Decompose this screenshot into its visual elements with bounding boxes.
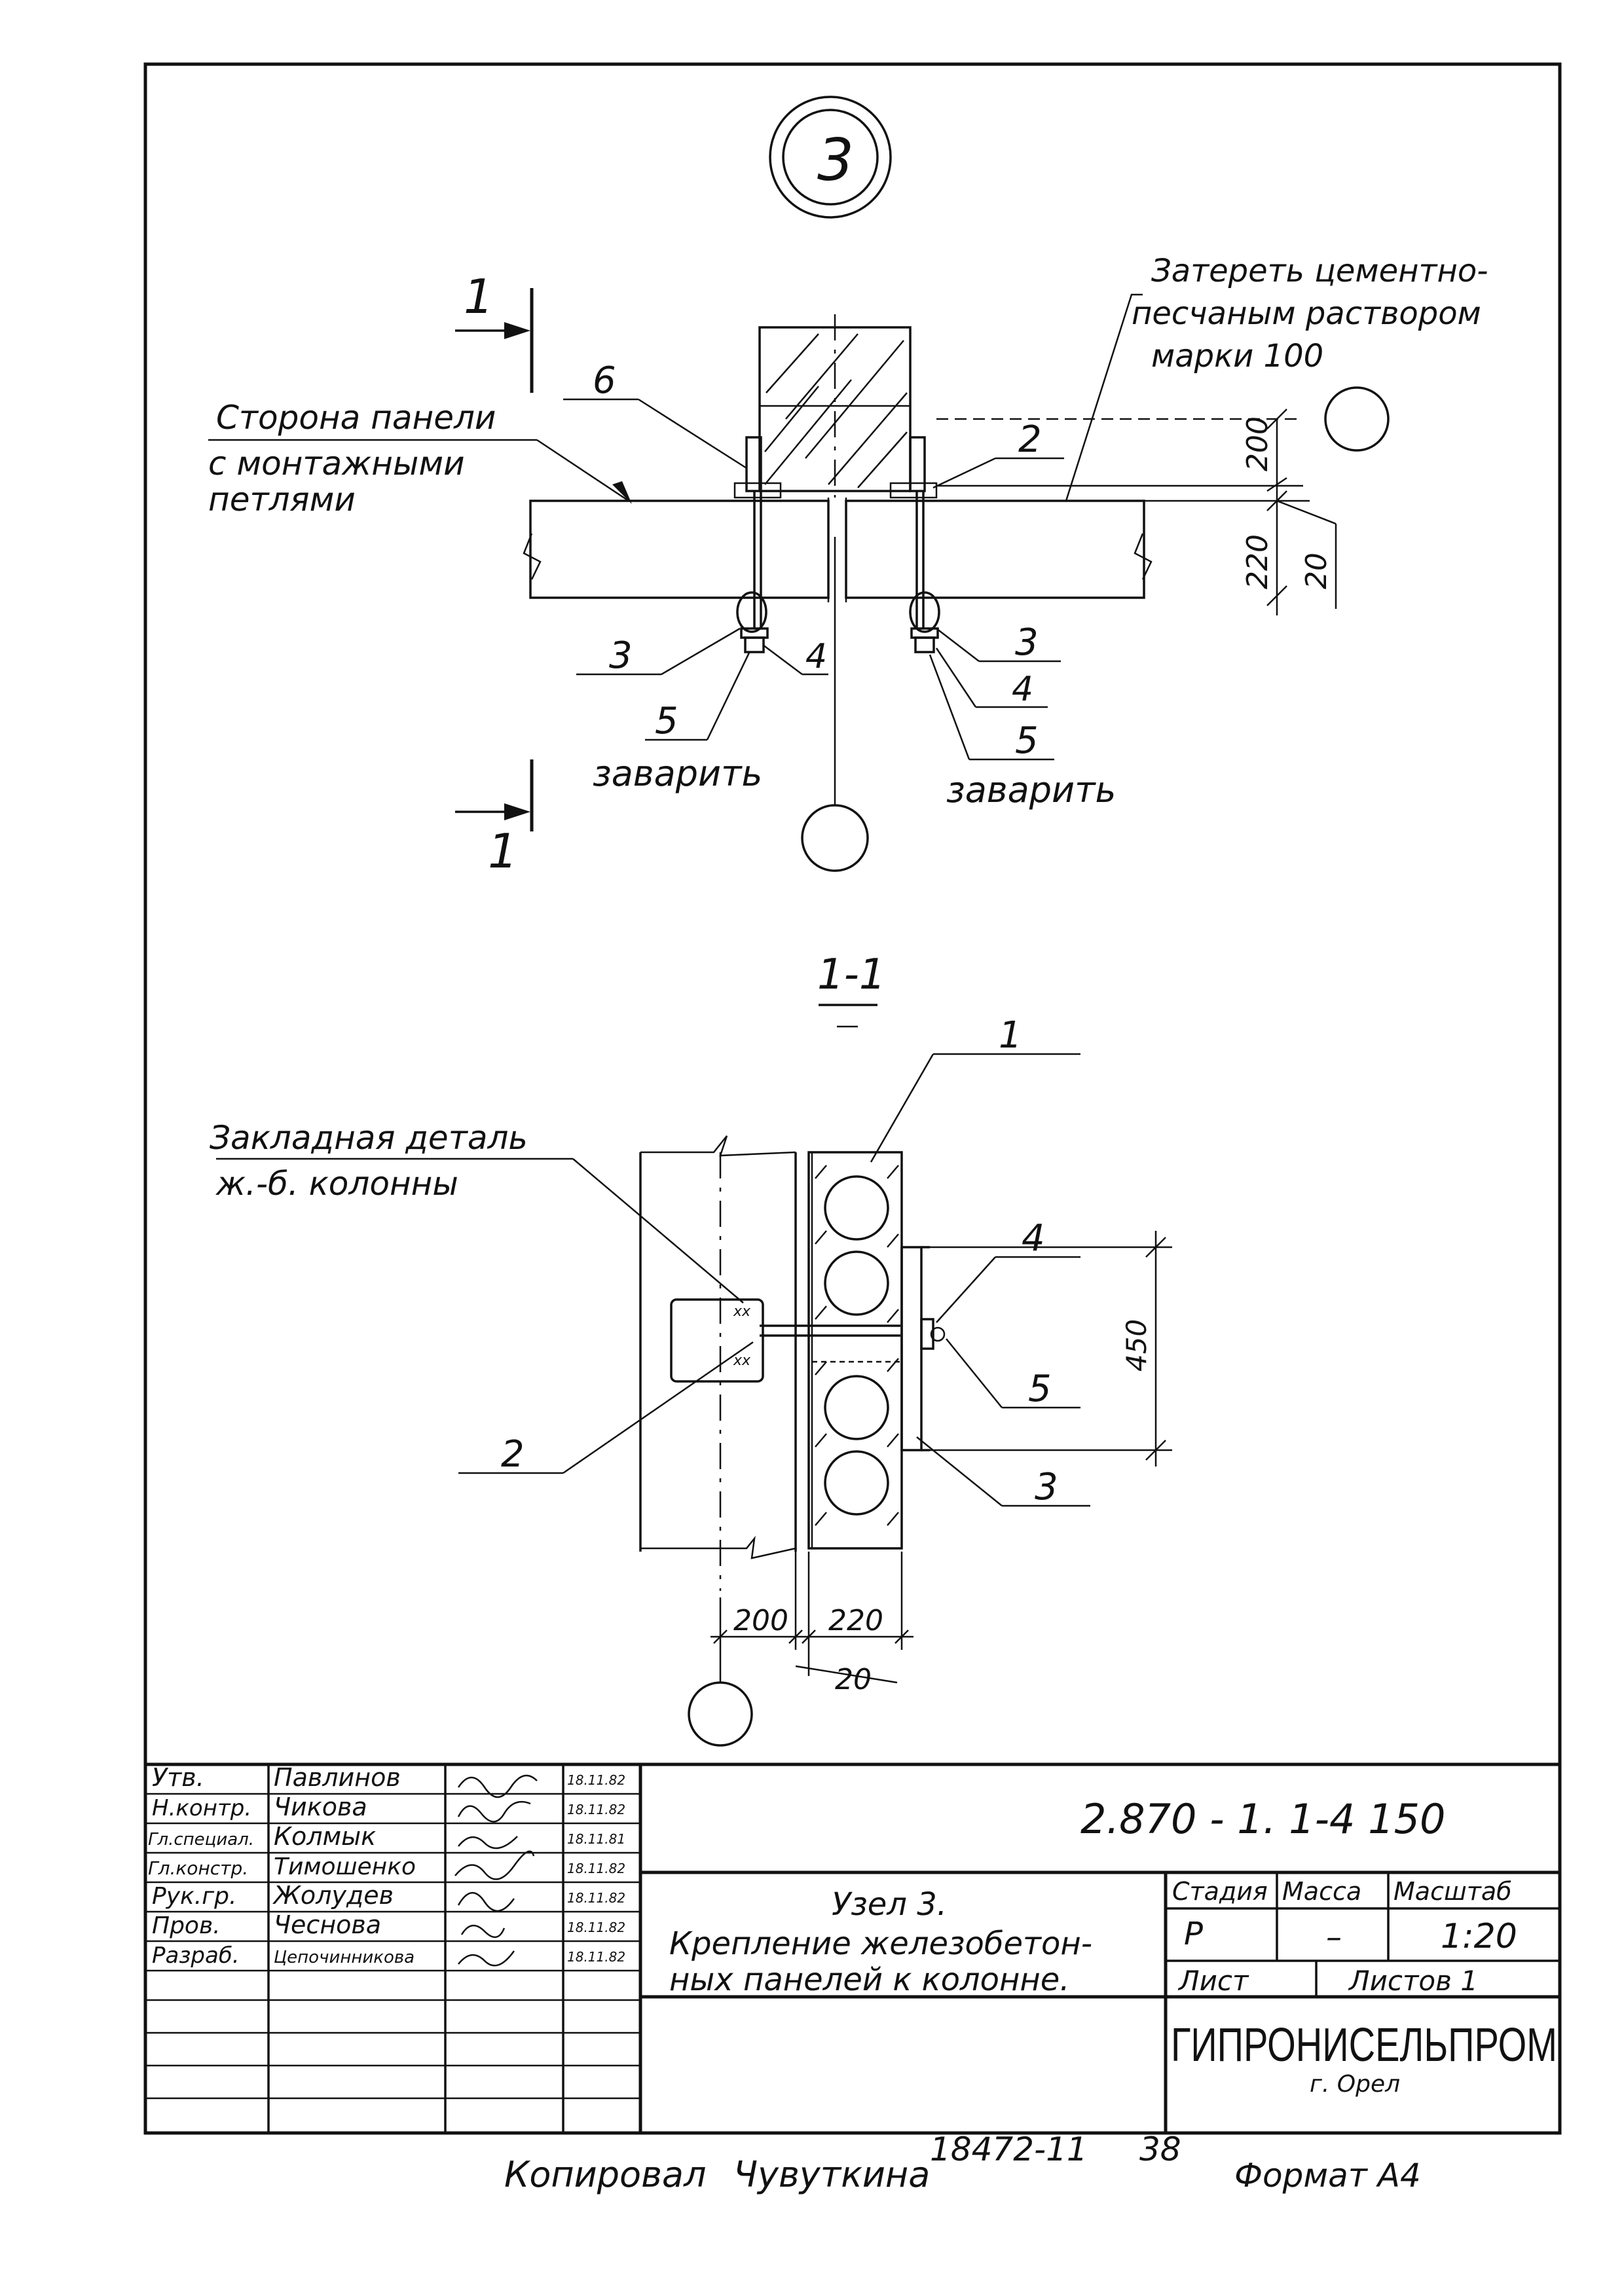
sheet-frame [143,62,1562,2135]
stage-value: Р [1184,1916,1203,1952]
callout-5-left: 5 [655,700,678,742]
scale-label: Масштаб [1393,1877,1512,1906]
panel-hatch [815,1165,899,1526]
section-title: 1-1 [817,951,886,999]
date-3: 18.11.81 [567,1831,625,1847]
dim-200-section: 200 [733,1604,788,1637]
date-5: 18.11.82 [567,1890,625,1906]
node-marker: 3 [769,96,892,219]
title-block: Утв. Павлинов 18.11.82 Н.контр. Чикова 1… [145,1762,1560,2133]
hollow-cores [824,1175,889,1516]
sheet-label: Лист [1177,1965,1249,1997]
callout-2-section: 2 [501,1433,525,1476]
cut-mark-top: 1 [464,269,494,324]
note-panel-side-line1: Сторона панели [216,399,496,437]
embedded-part-line1: Закладная деталь [210,1119,528,1157]
name-3: Колмык [274,1822,376,1851]
panel-right [845,500,1145,599]
footer-page: 38 [1139,2130,1181,2168]
callout-3-left: 3 [609,634,633,677]
embedded-part-line2: ж.-б. колонны [215,1165,458,1203]
date-7: 18.11.82 [567,1949,625,1965]
name-5: Жолудев [272,1881,394,1910]
role-5: Рук.гр. [152,1883,236,1910]
footer-copier: Чувуткина [733,2154,930,2195]
panel-left [529,500,830,599]
role-1: Утв. [152,1763,204,1792]
date-2: 18.11.82 [567,1802,625,1817]
role-2: Н.контр. [152,1795,251,1821]
title-line3: ных панелей к колонне. [669,1961,1070,1998]
note-panel-side-line3: петлями [208,481,356,519]
section-view: 1-1 xx xx [210,951,1172,1747]
svg-text:xx: xx [733,1303,751,1320]
dim-20-plan: 20 [1300,553,1333,589]
callout-3-right: 3 [1015,621,1039,664]
name-4: Тимошенко [274,1853,416,1880]
ref-circle-section [688,1681,753,1747]
name-6: Чеснова [274,1910,381,1939]
signature-table: Утв. Павлинов 18.11.82 Н.контр. Чикова 1… [148,1763,625,1969]
document-code: 2.870 - 1. 1-4 150 [1080,1795,1445,1843]
column-hatch [764,333,908,488]
title-line2: Крепление железобетон- [669,1925,1092,1962]
svg-text:xx: xx [733,1353,751,1369]
role-6: Пров. [152,1912,221,1939]
dim-220-section: 220 [828,1604,883,1637]
callout-5-right: 5 [1015,720,1039,762]
weld-note-right: заварить [946,769,1116,811]
date-1: 18.11.82 [567,1772,625,1788]
date-4: 18.11.82 [567,1861,625,1876]
footer-format: Формат А4 [1234,2157,1421,2195]
mass-label: Масса [1282,1877,1361,1906]
note-plaster-line2: песчаным раствором [1132,295,1481,332]
name-2: Чикова [274,1793,367,1821]
organization-city: г. Орел [1310,2071,1400,2098]
organization-name: ГИПРОНИСЕЛЬПРОМ [1171,2019,1557,2071]
role-4: Гл.констр. [148,1857,248,1879]
role-7: Разраб. [152,1942,240,1969]
signatures [454,1774,538,1967]
callout-5-section: 5 [1028,1368,1052,1410]
callout-4-right: 4 [1012,670,1033,709]
name-1: Павлинов [274,1763,401,1792]
node-number: 3 [817,126,854,194]
note-plaster-line1: Затереть цементно- [1151,253,1488,289]
ref-circle-plan [801,804,869,872]
embedded-part [670,1298,764,1383]
date-6: 18.11.82 [567,1920,625,1935]
callout-3-section: 3 [1035,1466,1058,1508]
footer-copied-label: Копировал [504,2154,707,2195]
scale-value: 1:20 [1441,1917,1517,1956]
footer: Копировал Чувуткина 18472-11 38 Формат А… [504,2130,1421,2195]
callout-6: 6 [593,359,616,402]
name-7: Цепочинникова [274,1948,415,1967]
title-line1: Узел 3. [832,1886,947,1923]
dim-220-plan: 220 [1241,534,1274,589]
cut-mark-bottom: 1 [488,824,518,879]
plan-view: 1 1 [208,253,1488,879]
weld-note-left: заварить [593,753,762,794]
stage-label: Стадия [1172,1877,1268,1906]
callout-4-left: 4 [805,637,827,676]
callout-4-section: 4 [1022,1217,1045,1260]
note-panel-side-line2: с монтажными [208,445,465,483]
dim-20-section: 20 [835,1663,872,1696]
callout-2-plan: 2 [1018,418,1042,461]
ref-circle-right [1324,386,1390,452]
callout-1: 1 [999,1014,1022,1057]
footer-number: 18472-11 [930,2130,1088,2168]
dim-200-plan: 200 [1241,416,1274,471]
dim-450: 450 [1120,1319,1153,1372]
sheets-label: Листов 1 [1348,1965,1478,1997]
mass-value: – [1326,1919,1342,1956]
note-plaster-line3: марки 100 [1151,338,1323,374]
role-3: Гл.специал. [148,1830,254,1850]
